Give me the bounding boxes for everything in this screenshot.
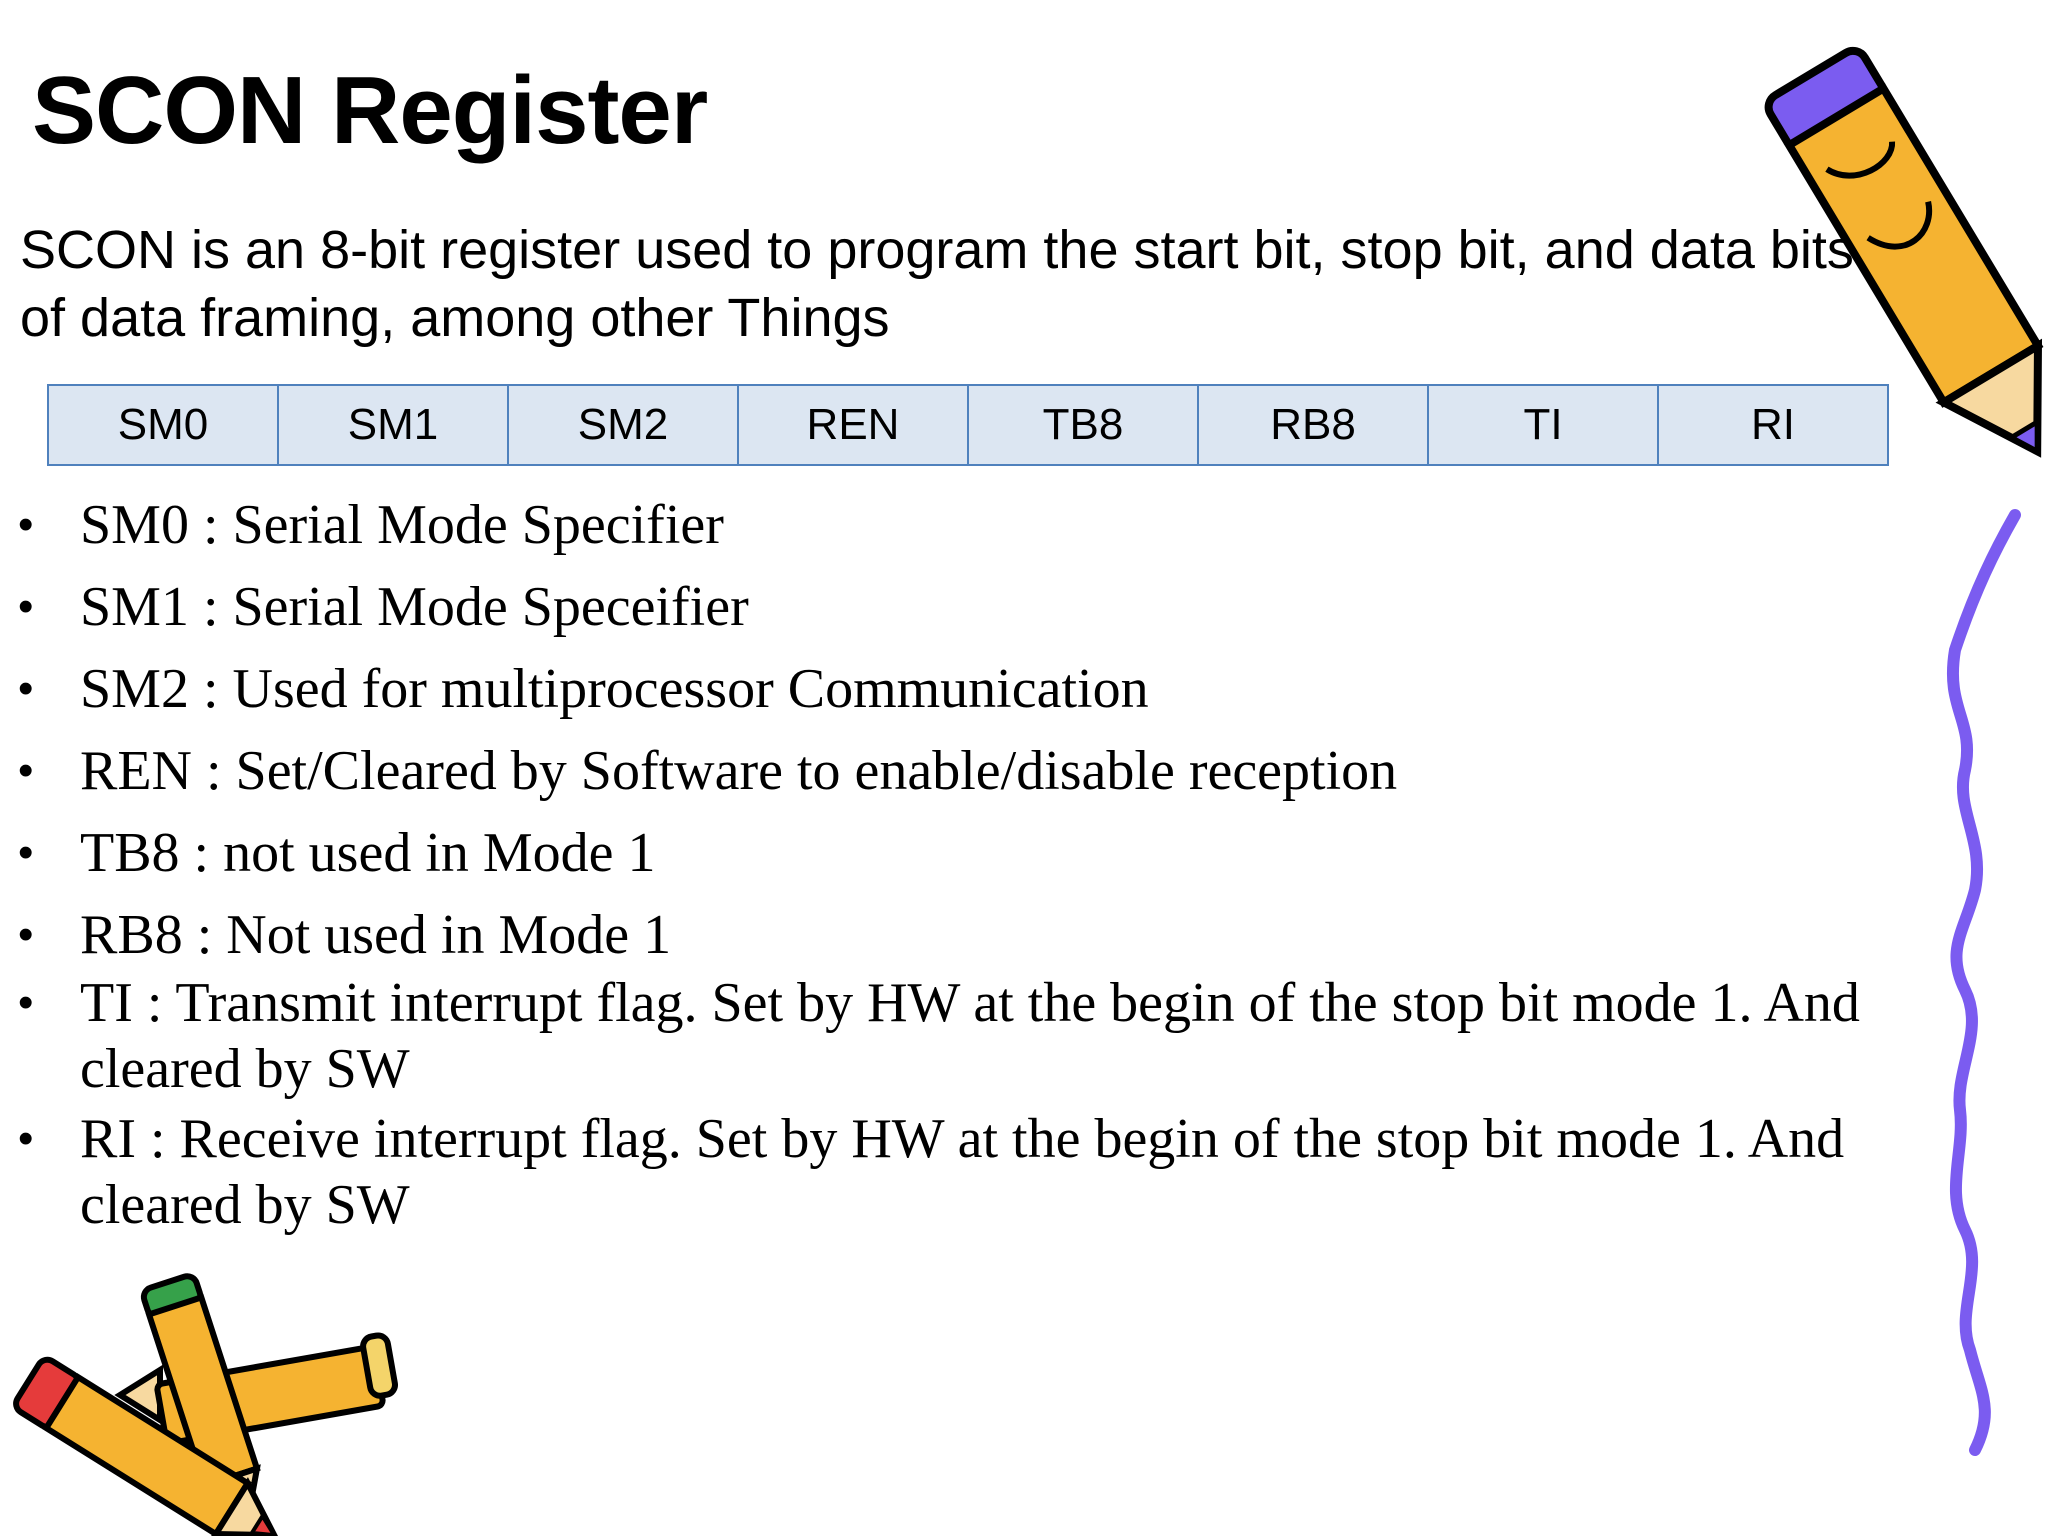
list-item-sm1: • SM1 : Serial Mode Speceifier bbox=[18, 574, 1898, 640]
register-bit-row: SM0 SM1 SM2 REN TB8 RB8 TI RI bbox=[47, 384, 1889, 466]
slide-title: SCON Register bbox=[32, 57, 708, 164]
bit-cell-tb8: TB8 bbox=[967, 384, 1199, 466]
list-item-text: RI : Receive interrupt flag. Set by HW a… bbox=[80, 1108, 1845, 1236]
bit-cell-ti: TI bbox=[1427, 384, 1659, 466]
list-item-text: SM1 : Serial Mode Speceifier bbox=[80, 576, 749, 638]
list-item-rb8: • RB8 : Not used in Mode 1 bbox=[18, 902, 1898, 968]
list-item-text: SM2 : Used for multiprocessor Communicat… bbox=[80, 658, 1149, 720]
bit-cell-ren: REN bbox=[737, 384, 969, 466]
bit-cell-sm1: SM1 bbox=[277, 384, 509, 466]
bit-cell-sm0: SM0 bbox=[47, 384, 279, 466]
bullet-icon: • bbox=[18, 1114, 34, 1163]
squiggle-line bbox=[1946, 509, 2021, 1456]
list-item-ri: • RI : Receive interrupt flag. Set by HW … bbox=[18, 1106, 1898, 1238]
list-item-ren: • REN : Set/Cleared by Software to enable… bbox=[18, 738, 1898, 804]
intro-paragraph: SCON is an 8-bit register used to progra… bbox=[20, 220, 1854, 348]
bullet-icon: • bbox=[18, 582, 34, 631]
bullet-icon: • bbox=[18, 746, 34, 795]
bit-description-list: • SM0 : Serial Mode Specifier • SM1 : Seri… bbox=[18, 492, 1898, 1238]
bullet-icon: • bbox=[18, 664, 34, 713]
bullet-icon: • bbox=[18, 828, 34, 877]
list-item-tb8: • TB8 : not used in Mode 1 bbox=[18, 820, 1898, 886]
list-item-text: RB8 : Not used in Mode 1 bbox=[80, 904, 672, 966]
bit-cell-sm2: SM2 bbox=[507, 384, 739, 466]
list-item-sm2: • SM2 : Used for multiprocessor Communica… bbox=[18, 656, 1898, 722]
list-item-text: REN : Set/Cleared by Software to enable/… bbox=[80, 740, 1398, 802]
bullet-icon: • bbox=[18, 978, 34, 1027]
list-item-text: SM0 : Serial Mode Specifier bbox=[80, 494, 724, 556]
pencil-icon bbox=[1764, 46, 2044, 458]
list-item-text: TI : Transmit interrupt flag. Set by HW … bbox=[80, 972, 1860, 1100]
crossed-pencils-icon bbox=[13, 1273, 398, 1536]
bullet-icon: • bbox=[18, 910, 34, 959]
scon-register-table: SM0 SM1 SM2 REN TB8 RB8 TI RI bbox=[47, 384, 1889, 466]
list-item-sm0: • SM0 : Serial Mode Specifier bbox=[18, 492, 1898, 558]
bit-cell-rb8: RB8 bbox=[1197, 384, 1429, 466]
list-item-ti: • TI : Transmit interrupt flag. Set by HW… bbox=[18, 970, 1898, 1102]
bit-cell-ri: RI bbox=[1657, 384, 1889, 466]
list-item-text: TB8 : not used in Mode 1 bbox=[80, 822, 656, 884]
bullet-icon: • bbox=[18, 500, 34, 549]
